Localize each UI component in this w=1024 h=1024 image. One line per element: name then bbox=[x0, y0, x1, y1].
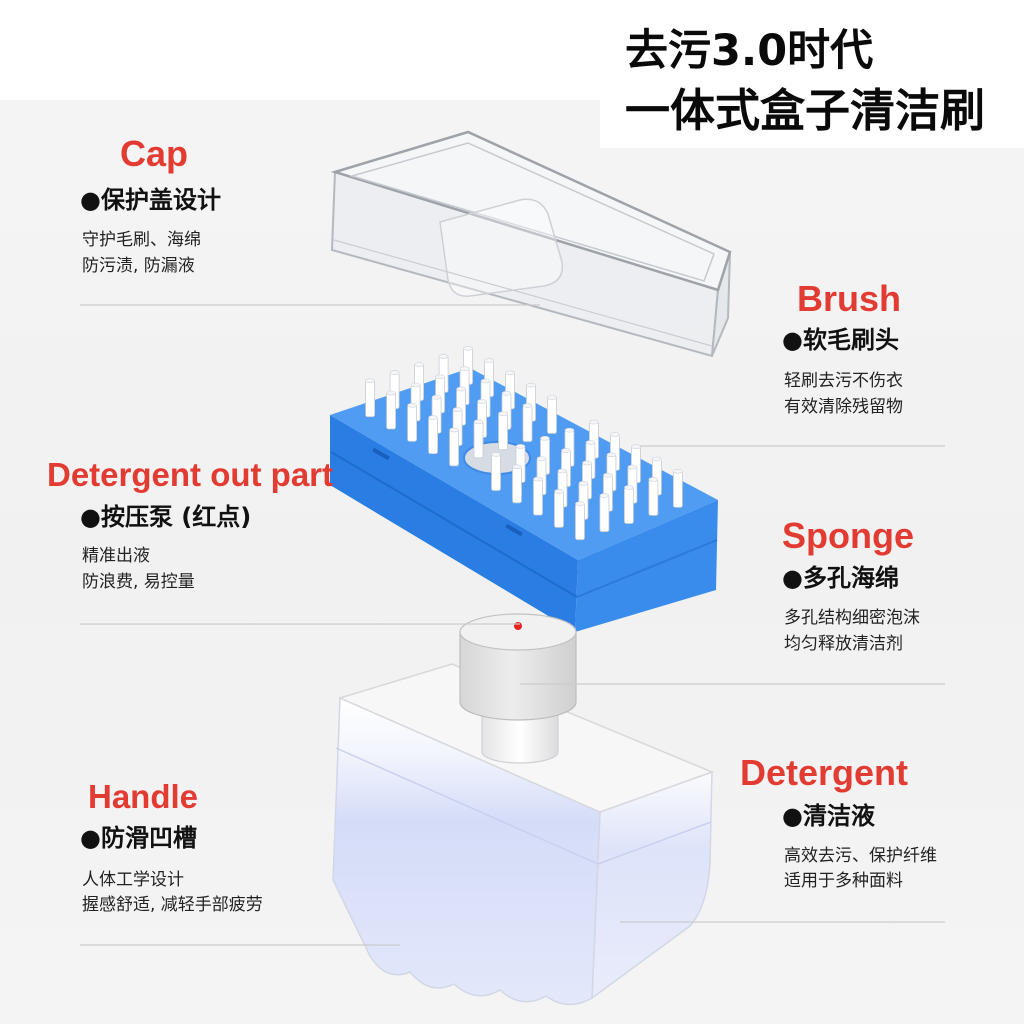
leader-lines bbox=[80, 304, 945, 946]
part-label-sponge: Sponge bbox=[782, 515, 914, 556]
cap-bottom-edge bbox=[333, 239, 713, 347]
cap-inner-rim bbox=[349, 142, 715, 282]
part-desc-cap-1: 守护毛刷、海绵 bbox=[82, 230, 201, 250]
bristle bbox=[648, 477, 659, 516]
bristle bbox=[407, 403, 417, 442]
sponge-top bbox=[459, 613, 577, 651]
bristle bbox=[473, 419, 484, 459]
part-feature-handle: ●防滑凹槽 bbox=[80, 824, 197, 852]
cap-inner-plate bbox=[439, 198, 564, 297]
tray-right-face bbox=[575, 500, 718, 632]
part-feature-sponge: ●多孔海绵 bbox=[782, 564, 899, 592]
part-desc-cap-2: 防污渍, 防漏液 bbox=[82, 256, 195, 276]
bristle bbox=[428, 415, 438, 455]
part-label-detergent-out-part: Detergent out part bbox=[47, 456, 334, 493]
bristle bbox=[575, 501, 585, 541]
bristle bbox=[512, 464, 522, 504]
part-desc-detergent-out-part-2: 防浪费, 易控量 bbox=[82, 572, 195, 592]
part-label-brush: Brush bbox=[797, 278, 902, 319]
part-desc-detergent-2: 适用于多种面料 bbox=[784, 871, 903, 891]
bristle bbox=[522, 403, 533, 443]
tray-slot-left bbox=[372, 447, 390, 461]
brush-tray-illustration bbox=[330, 346, 718, 632]
part-feature-brush: ●软毛刷头 bbox=[782, 326, 899, 354]
tray-front-groove bbox=[330, 451, 578, 598]
part-desc-handle-2: 握感舒适, 减轻手部疲劳 bbox=[82, 895, 263, 915]
sponge-body bbox=[459, 631, 577, 721]
brush-bristles bbox=[365, 346, 683, 541]
bristle bbox=[365, 378, 376, 418]
bristle bbox=[449, 427, 459, 467]
part-desc-detergent-out-part-1: 精准出液 bbox=[82, 546, 150, 566]
title-box: 去污3.0时代 一体式盒子清洁刷 bbox=[600, 0, 1024, 148]
title-line-1: 去污3.0时代 bbox=[625, 26, 874, 76]
part-desc-sponge-1: 多孔结构细密泡沫 bbox=[784, 608, 920, 628]
container-right-face bbox=[591, 770, 713, 1000]
bristle bbox=[672, 468, 683, 508]
part-label-detergent: Detergent bbox=[740, 752, 909, 793]
part-feature-detergent-out-part: ●按压泵 (红点) bbox=[80, 503, 252, 531]
part-desc-sponge-2: 均匀释放清洁剂 bbox=[784, 634, 903, 654]
top-white-band bbox=[0, 0, 600, 100]
bristle bbox=[491, 452, 501, 491]
container-seam-right bbox=[597, 821, 712, 865]
bristle bbox=[624, 485, 634, 524]
container-front-face bbox=[332, 696, 601, 1006]
cap-top-rim bbox=[330, 130, 732, 292]
tray-right-groove bbox=[576, 539, 718, 598]
bristle bbox=[554, 489, 564, 528]
cap-illustration bbox=[330, 130, 732, 358]
part-feature-cap: ●保护盖设计 bbox=[80, 186, 221, 214]
part-desc-detergent-1: 高效去污、保护纤维 bbox=[784, 846, 937, 866]
pump-red-dot bbox=[514, 622, 522, 630]
bristle bbox=[498, 411, 508, 451]
part-desc-brush-1: 轻刷去污不伤衣 bbox=[784, 371, 903, 391]
bristle bbox=[599, 493, 610, 532]
sponge-illustration bbox=[459, 613, 577, 721]
part-label-handle: Handle bbox=[88, 778, 199, 815]
container-seam bbox=[335, 747, 599, 865]
tray-slot-right bbox=[505, 523, 523, 537]
bristle bbox=[547, 395, 557, 434]
title-line-2: 一体式盒子清洁刷 bbox=[625, 84, 986, 137]
part-feature-detergent: ●清洁液 bbox=[782, 802, 875, 830]
part-label-cap: Cap bbox=[120, 133, 189, 174]
part-desc-brush-2: 有效清除残留物 bbox=[784, 397, 903, 417]
bristle bbox=[533, 476, 543, 516]
part-desc-handle-1: 人体工学设计 bbox=[82, 870, 184, 890]
bristle bbox=[386, 390, 397, 430]
